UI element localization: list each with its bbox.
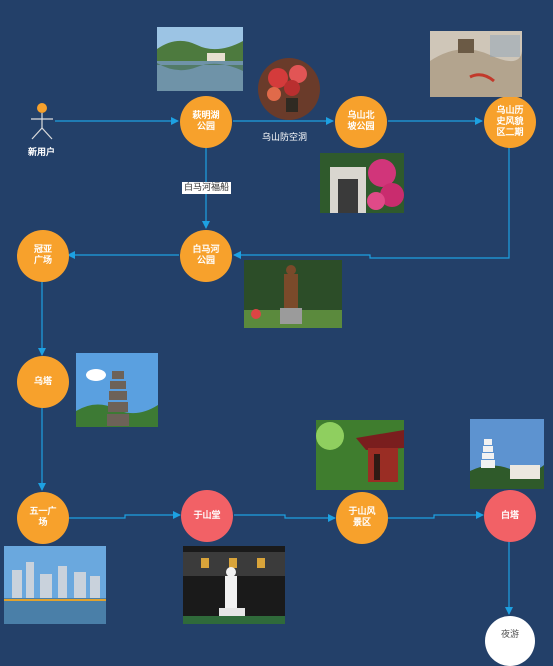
edge-wuyi-yushantang [68,511,181,519]
pagoda-photo [76,353,158,427]
flower-photo [258,58,320,120]
node-wuyi[interactable]: 五一广 场 [17,492,69,544]
node-baima[interactable]: 白马河 公园 [180,230,232,282]
fangkongdong-label: 乌山防空洞 [262,133,308,143]
rock-photo [430,31,522,97]
pavilion-photo [316,420,404,490]
node-wushanbei[interactable]: 乌山北 坡公园 [335,96,387,148]
node-yushantang[interactable]: 于山堂 [181,490,233,542]
node-ximing[interactable]: 萩明湖 公园 [180,96,232,148]
user-label: 新用户 [28,148,56,158]
node-baita[interactable]: 白塔 [484,490,536,542]
baimahe-boat-label: 白马河福船 [182,182,232,194]
node-wushanls[interactable]: 乌山历 史风貌 区二期 [484,96,536,148]
lake-photo [157,27,243,91]
gate-photo [320,153,404,213]
edge-yushantang-yushanfj [234,514,336,522]
statue-park-photo [244,260,342,328]
node-yushanfj[interactable]: 于山风 景区 [336,492,388,544]
node-yeyou[interactable]: 夜游 [485,616,535,666]
white-pagoda-photo [470,419,544,489]
diagram-canvas: 新用户 萩明湖 公园 乌山北 坡公园 乌山历 史风貌 区二期 白马河 公园 冠亚… [4,27,544,666]
user-icon [31,103,53,140]
node-guanya[interactable]: 冠亚 广场 [17,230,69,282]
statue-hall-photo [183,546,285,624]
city-skyline-photo [4,546,106,624]
edge-wushanls-baima [233,146,510,259]
edge-yushanfj-baita [388,511,484,519]
node-wuta[interactable]: 乌塔 [17,356,69,408]
